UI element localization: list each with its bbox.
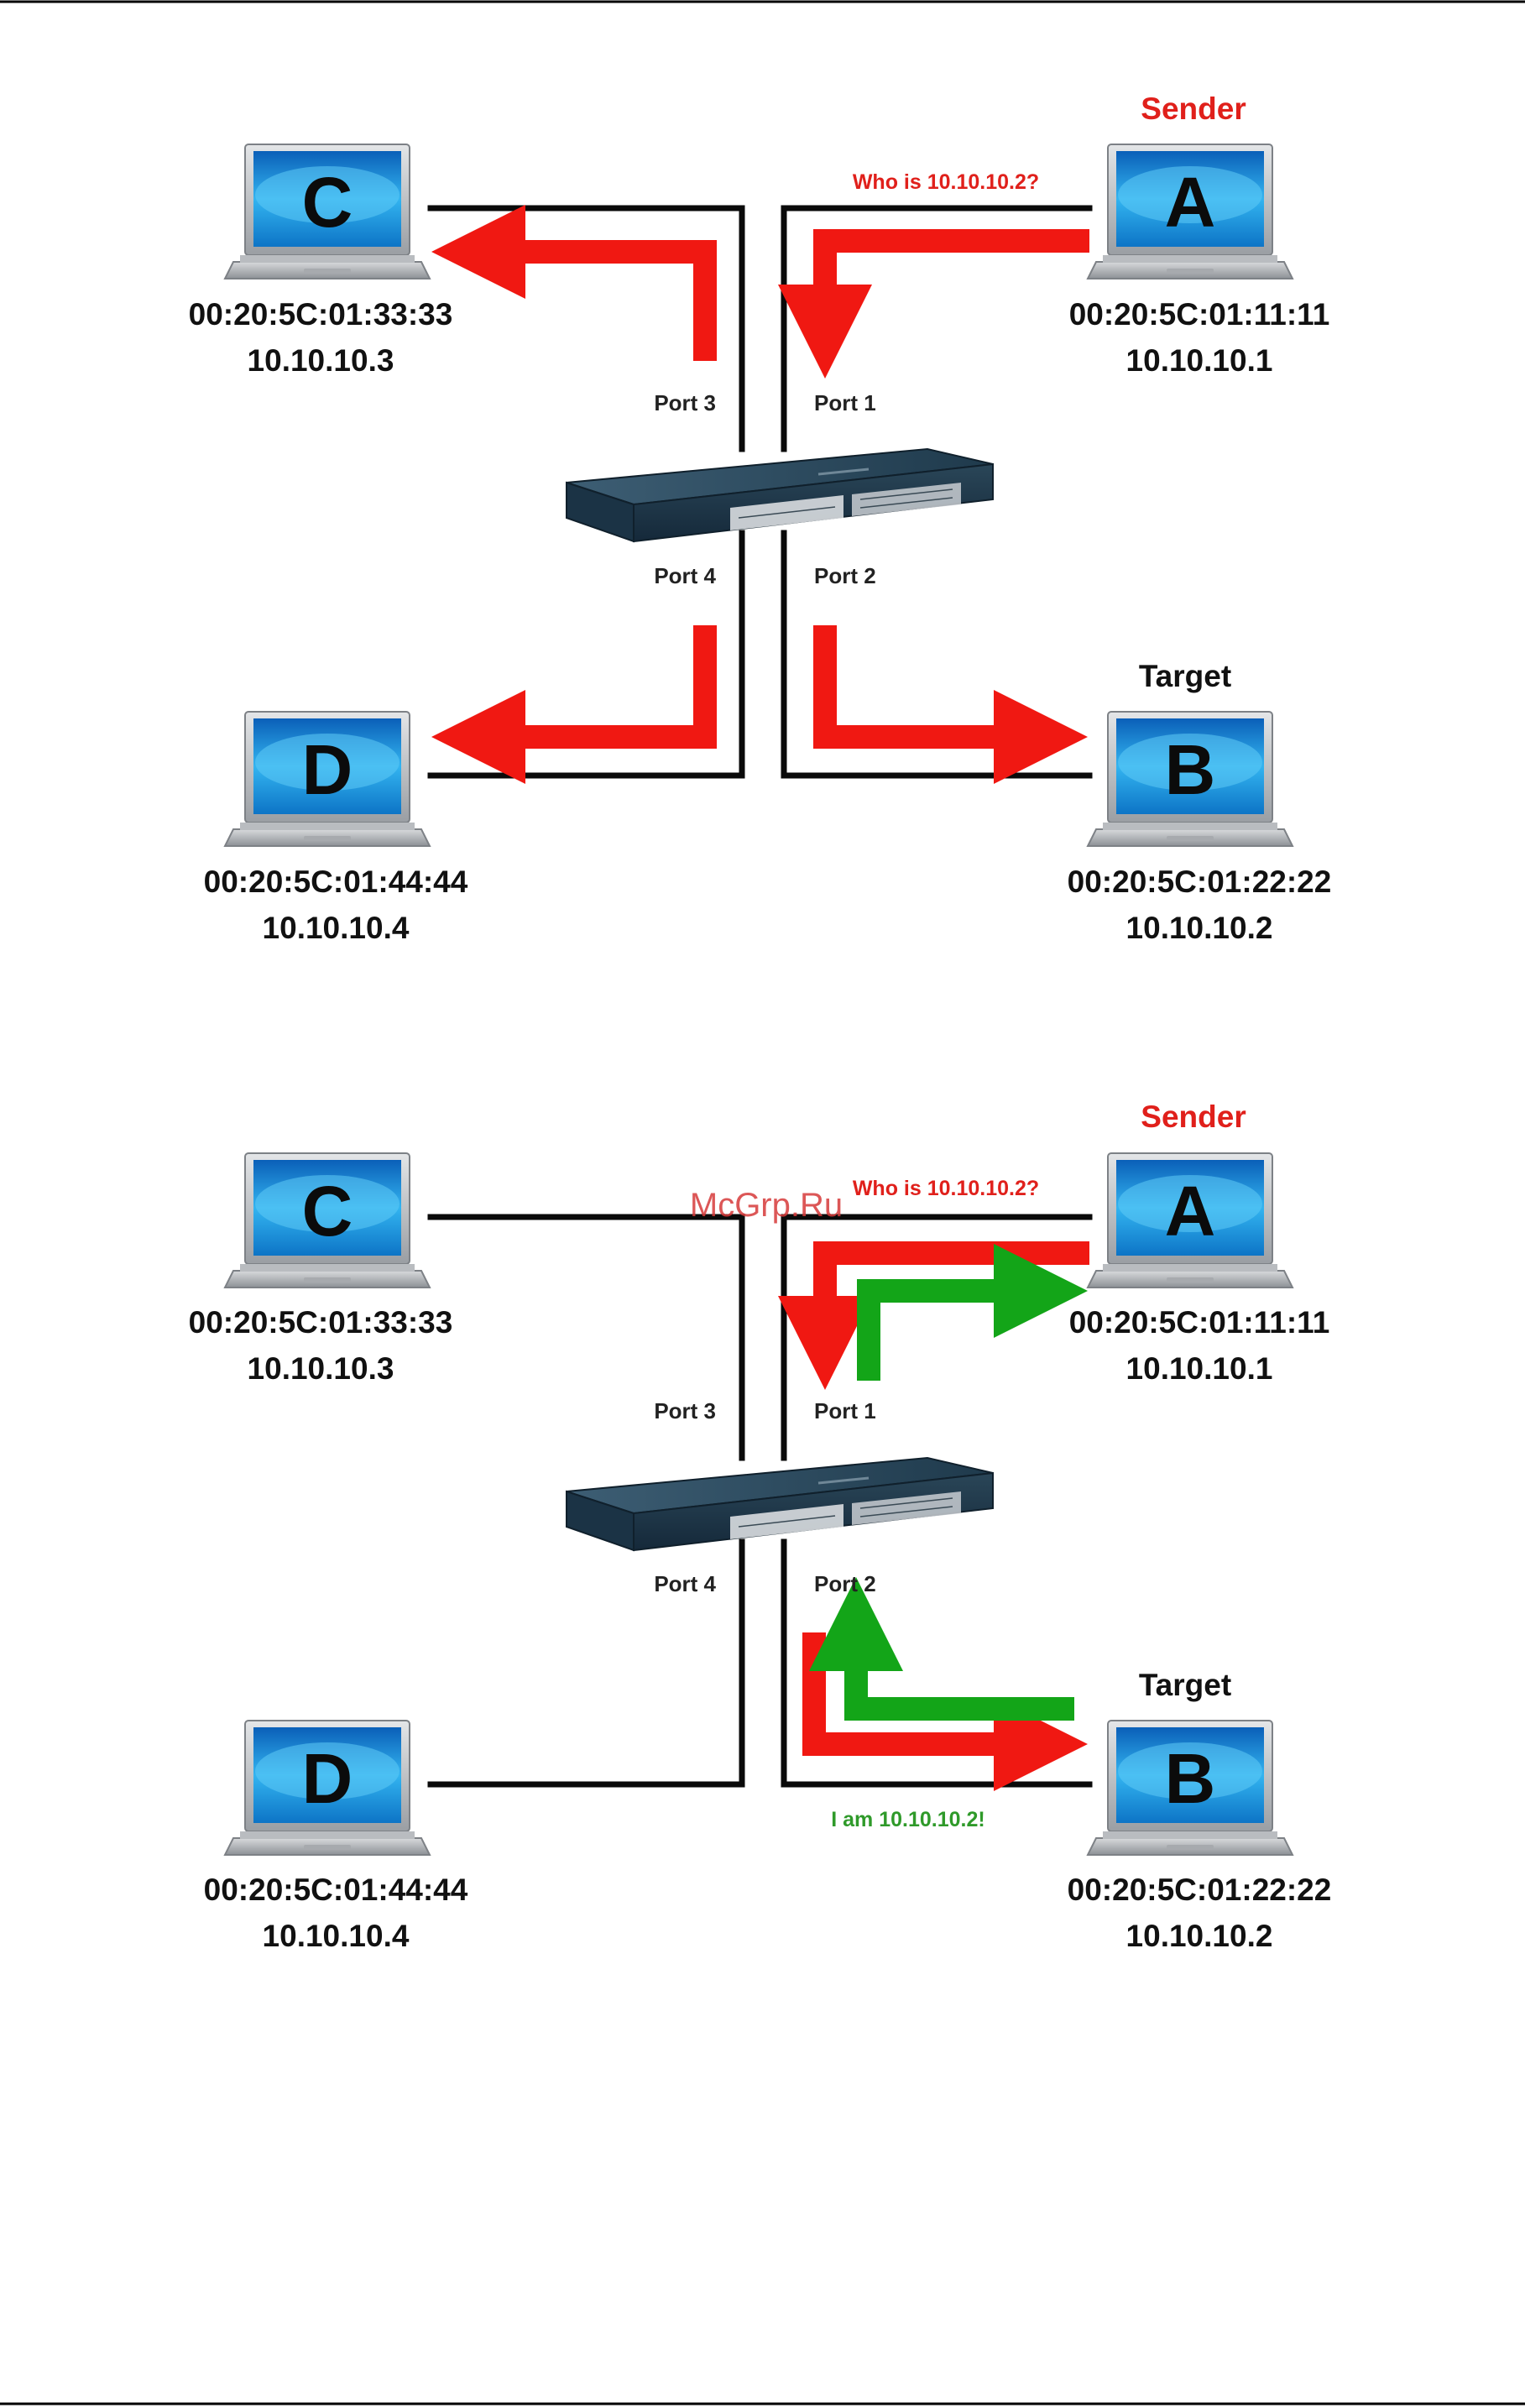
- sender-label: Sender: [1141, 1100, 1246, 1134]
- host-a-ip: 10.10.10.1: [1126, 343, 1273, 378]
- wire-b-port2: [781, 530, 1093, 779]
- host-d-mac: 00:20:5C:01:44:44: [204, 1873, 468, 1907]
- laptop-d: D: [224, 711, 431, 847]
- target-label: Target: [1139, 659, 1231, 693]
- arrow-b-to-port2: [809, 1577, 1074, 1721]
- host-letter-c: C: [302, 163, 353, 242]
- host-b-ip: 10.10.10.2: [1126, 911, 1273, 945]
- host-d-ip: 10.10.10.4: [263, 1919, 410, 1953]
- wire-b-port2: [781, 1538, 1093, 1788]
- host-b-mac: 00:20:5C:01:22:22: [1068, 1873, 1332, 1907]
- host-letter-b: B: [1165, 730, 1216, 809]
- laptop-b: B: [1087, 1720, 1293, 1856]
- laptop-a: A: [1087, 1152, 1293, 1288]
- request-label: Who is 10.10.10.2?: [853, 1177, 1039, 1200]
- switch: [565, 1456, 995, 1552]
- laptop-c: C: [224, 144, 431, 279]
- host-a-mac: 00:20:5C:01:11:11: [1069, 1305, 1330, 1340]
- arrow-port2-to-b: [813, 625, 1088, 784]
- port-2-label: Port 2: [814, 1571, 876, 1596]
- port-4-label: Port 4: [654, 563, 716, 588]
- diagram-1: C A D B 00:20:5C:01:33:33 10.10.10.3 00:…: [189, 91, 1332, 945]
- laptop-c: C: [224, 1152, 431, 1288]
- host-letter-a: A: [1165, 1172, 1216, 1251]
- host-b-ip: 10.10.10.2: [1126, 1919, 1273, 1953]
- host-c-mac: 00:20:5C:01:33:33: [189, 1305, 453, 1340]
- laptop-b: B: [1087, 711, 1293, 847]
- host-letter-a: A: [1165, 163, 1216, 242]
- reply-label: I am 10.10.10.2!: [831, 1808, 984, 1831]
- host-d-mac: 00:20:5C:01:44:44: [204, 864, 468, 899]
- host-letter-c: C: [302, 1172, 353, 1251]
- arrow-port4-to-d: [431, 625, 717, 784]
- port-2-label: Port 2: [814, 563, 876, 588]
- arrow-a-to-port1: [778, 229, 1089, 379]
- host-a-mac: 00:20:5C:01:11:11: [1069, 297, 1330, 332]
- host-letter-b: B: [1165, 1739, 1216, 1818]
- wire-d-port4: [427, 530, 745, 779]
- laptop-a: A: [1087, 144, 1293, 279]
- laptop-d: D: [224, 1720, 431, 1856]
- wire-d-port4: [427, 1538, 745, 1788]
- wire-c-port3: [427, 1214, 745, 1461]
- host-c-mac: 00:20:5C:01:33:33: [189, 297, 453, 332]
- host-c-ip: 10.10.10.3: [248, 1351, 394, 1386]
- port-1-label: Port 1: [814, 1398, 876, 1423]
- port-3-label: Port 3: [654, 390, 716, 415]
- diagram-2: C A D B 00:20:5C:01:33:33 10.10.10.3 00:…: [189, 1100, 1332, 1953]
- request-label: Who is 10.10.10.2?: [853, 170, 1039, 194]
- switch: [565, 447, 995, 543]
- host-letter-d: D: [302, 730, 353, 809]
- host-c-ip: 10.10.10.3: [248, 343, 394, 378]
- sender-label: Sender: [1141, 91, 1246, 126]
- host-d-ip: 10.10.10.4: [263, 911, 410, 945]
- port-4-label: Port 4: [654, 1571, 716, 1596]
- host-letter-d: D: [302, 1739, 353, 1818]
- target-label: Target: [1139, 1668, 1231, 1702]
- arrow-port1-to-a: [857, 1244, 1088, 1381]
- arrow-port3-to-c: [431, 205, 717, 361]
- host-b-mac: 00:20:5C:01:22:22: [1068, 864, 1332, 899]
- wire-c-port3: [427, 205, 745, 452]
- watermark: McGrp.Ru: [690, 1187, 843, 1224]
- host-a-ip: 10.10.10.1: [1126, 1351, 1273, 1386]
- port-3-label: Port 3: [654, 1398, 716, 1423]
- port-1-label: Port 1: [814, 390, 876, 415]
